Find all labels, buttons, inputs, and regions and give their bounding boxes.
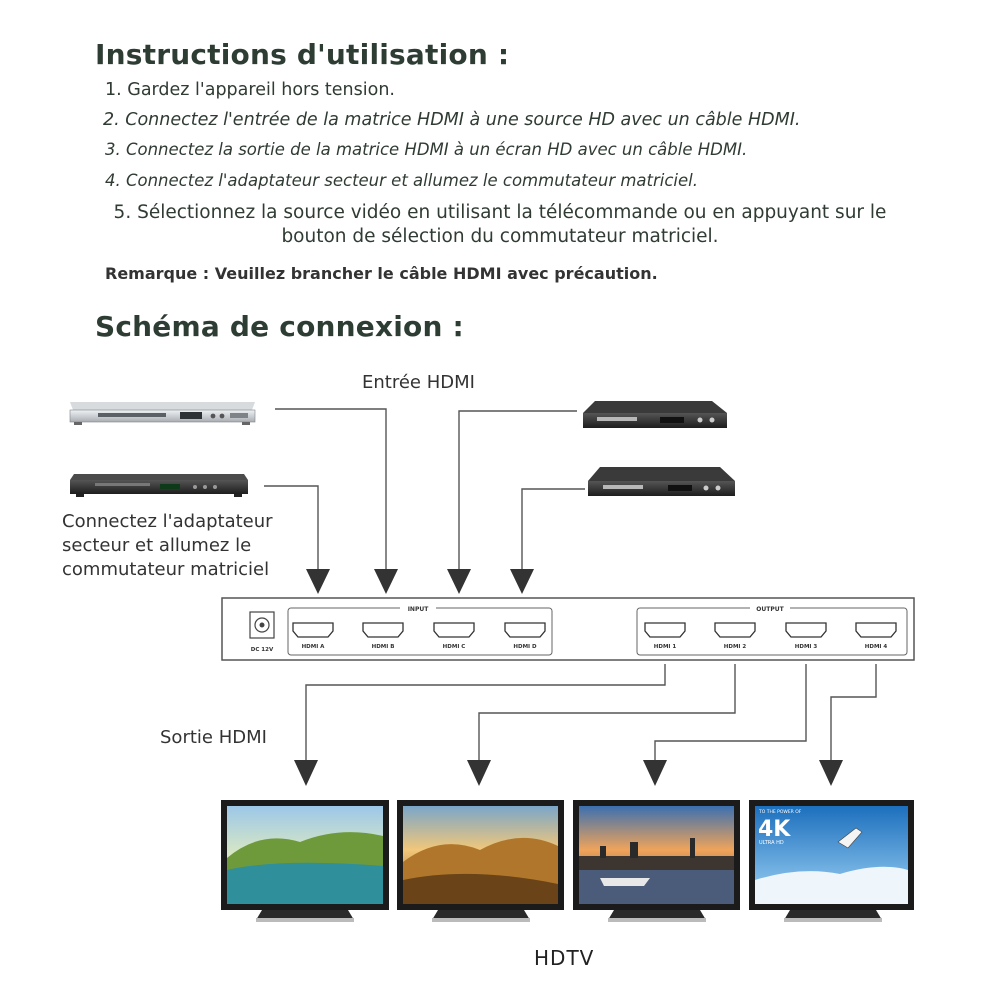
port-label-hdmi-b: HDMI B — [372, 644, 395, 650]
step-1: 1. Gardez l'appareil hors tension. — [105, 80, 395, 100]
hdtv-2 — [397, 800, 564, 922]
adapter-label-line-3: commutateur matriciel — [62, 559, 270, 580]
arrow-hdmi-d — [510, 569, 534, 594]
schema-title: Schéma de connexion : — [95, 310, 464, 343]
note: Remarque : Veuillez brancher le câble HD… — [105, 264, 658, 283]
arrow-tv-3 — [643, 760, 667, 786]
port-hdmi-a — [292, 622, 334, 638]
port-label-hdmi-4: HDMI 4 — [865, 644, 888, 650]
input-group-label: INPUT — [408, 606, 430, 613]
cable-hdmi-a — [264, 485, 319, 571]
arrow-hdmi-a — [306, 569, 330, 594]
hdtv-label: HDTV — [534, 946, 595, 970]
cable-hdmi-1 — [305, 664, 666, 762]
dvd-player-silver — [69, 402, 256, 425]
dvd-player-right-top — [583, 401, 727, 428]
port-label-hdmi-a: HDMI A — [302, 644, 326, 650]
input-label: Entrée HDMI — [362, 372, 475, 393]
power-label: DC 12V — [251, 647, 274, 653]
tv4-small-text: TO THE POWER OF — [758, 809, 802, 815]
arrow-hdmi-c — [447, 569, 471, 594]
port-label-hdmi-d: HDMI D — [513, 644, 537, 650]
input-cables — [264, 408, 585, 571]
cable-hdmi-4 — [830, 664, 877, 762]
instructions-title: Instructions d'utilisation : — [95, 38, 510, 71]
cable-hdmi-2 — [478, 664, 736, 762]
output-arrows — [294, 760, 843, 786]
port-hdmi-2 — [714, 622, 756, 638]
adapter-label-line-2: secteur et allumez le — [62, 535, 252, 556]
hdtv-1 — [221, 800, 389, 922]
port-label-hdmi-1: HDMI 1 — [654, 644, 677, 650]
port-hdmi-d — [504, 622, 546, 638]
port-hdmi-c — [433, 622, 475, 638]
adapter-label: Connectez l'adaptateur secteur et allume… — [62, 510, 273, 582]
cable-hdmi-d — [521, 488, 585, 571]
cable-hdmi-3 — [654, 664, 807, 762]
output-cables — [305, 664, 877, 762]
input-arrows — [306, 569, 534, 594]
matrix-switch: DC 12V INPUT OUTPUT HDMI A HDMI B HDMI C… — [221, 597, 915, 661]
port-hdmi-1 — [644, 622, 686, 638]
hdtv-3 — [573, 800, 740, 922]
step-3: 3. Connectez la sortie de la matrice HDM… — [105, 140, 748, 159]
hdtv-4: TO THE POWER OF 4K ULTRA HD — [749, 800, 914, 922]
tv4-4k-text: 4K — [758, 817, 791, 842]
cable-hdmi-b — [275, 408, 387, 571]
port-label-hdmi-3: HDMI 3 — [795, 644, 818, 650]
port-hdmi-3 — [785, 622, 827, 638]
arrow-tv-2 — [467, 760, 491, 786]
step-5-line-1: 5. Sélectionnez la source vidéo en utili… — [113, 202, 887, 223]
step-4: 4. Connectez l'adaptateur secteur et all… — [105, 171, 699, 190]
port-label-hdmi-2: HDMI 2 — [724, 644, 747, 650]
port-hdmi-4 — [855, 622, 897, 638]
output-label: Sortie HDMI — [160, 727, 267, 748]
arrow-tv-1 — [294, 760, 318, 786]
tv4-ultra-hd-text: ULTRA HD — [759, 840, 784, 846]
port-hdmi-b — [362, 622, 404, 638]
dvd-player-right-bottom — [588, 467, 735, 496]
step-2: 2. Connectez l'entrée de la matrice HDMI… — [103, 110, 801, 130]
step-5-line-2: bouton de sélection du commutateur matri… — [281, 226, 719, 247]
arrow-hdmi-b — [374, 569, 398, 594]
arrow-tv-4 — [819, 760, 843, 786]
port-label-hdmi-c: HDMI C — [443, 644, 466, 650]
output-group-label: OUTPUT — [756, 606, 784, 613]
dvd-player-dark — [70, 474, 248, 497]
adapter-label-line-1: Connectez l'adaptateur — [62, 511, 273, 532]
step-5: 5. Sélectionnez la source vidéo en utili… — [0, 201, 1000, 249]
cable-hdmi-c — [458, 410, 577, 571]
